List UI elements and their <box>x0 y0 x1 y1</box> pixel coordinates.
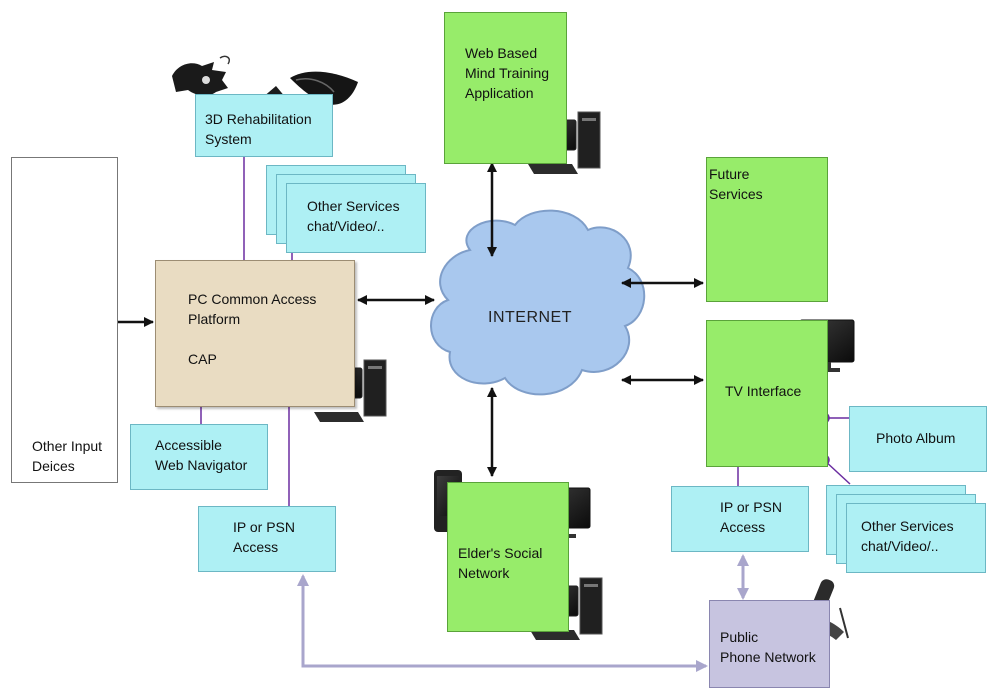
web-navigator-label: Accessible Web Navigator <box>155 437 248 473</box>
input-devices-panel: Other Input Deices <box>11 157 118 483</box>
phone-network-links <box>297 554 749 672</box>
tv-interface-label: TV Interface <box>725 383 802 399</box>
photo-album-box[interactable]: Photo Album <box>849 406 987 472</box>
future-services-box[interactable]: Future Services <box>706 157 828 302</box>
photo-album-label: Photo Album <box>876 430 956 446</box>
arrow-ip-left-phone <box>297 574 708 672</box>
cap-platform-label: PC Common Access Platform CAP <box>188 291 317 367</box>
web-training-label: Web Based Mind Training Application <box>465 45 550 101</box>
phone-network-box[interactable]: Public Phone Network <box>709 600 830 688</box>
internet-cloud <box>430 209 646 396</box>
internet-label: INTERNET <box>488 309 572 326</box>
web-navigator-box[interactable]: Accessible Web Navigator <box>130 424 268 490</box>
tv-interface-box[interactable]: TV Interface <box>706 320 828 467</box>
other-services-left-label: Other Services chat/Video/.. <box>307 198 400 234</box>
ip-access-left-box[interactable]: IP or PSN Access <box>198 506 336 572</box>
ip-access-left-label: IP or PSN Access <box>233 519 295 555</box>
web-training-box[interactable]: Web Based Mind Training Application <box>444 12 567 164</box>
cap-platform-box[interactable]: PC Common Access Platform CAP <box>155 260 355 407</box>
other-services-right-label: Other Services chat/Video/.. <box>861 518 954 554</box>
phone-network-label: Public Phone Network <box>720 629 816 665</box>
data-glove-icon <box>172 55 231 96</box>
rehab-system-label: 3D Rehabilitation System <box>205 111 312 147</box>
connections <box>118 162 704 477</box>
ip-access-right-box[interactable]: IP or PSN Access <box>671 486 809 552</box>
future-services-label: Future Services <box>709 166 763 202</box>
social-network-box[interactable]: Elder's Social Network <box>447 482 569 632</box>
ip-access-right-label: IP or PSN Access <box>720 499 782 535</box>
other-services-right-box[interactable]: Other Services chat/Video/.. <box>846 503 986 573</box>
rehab-system-box[interactable]: 3D Rehabilitation System <box>195 94 333 157</box>
input-devices-label: Other Input Deices <box>32 438 103 474</box>
other-services-left-box[interactable]: Other Services chat/Video/.. <box>286 183 426 253</box>
social-network-label: Elder's Social Network <box>458 545 543 581</box>
